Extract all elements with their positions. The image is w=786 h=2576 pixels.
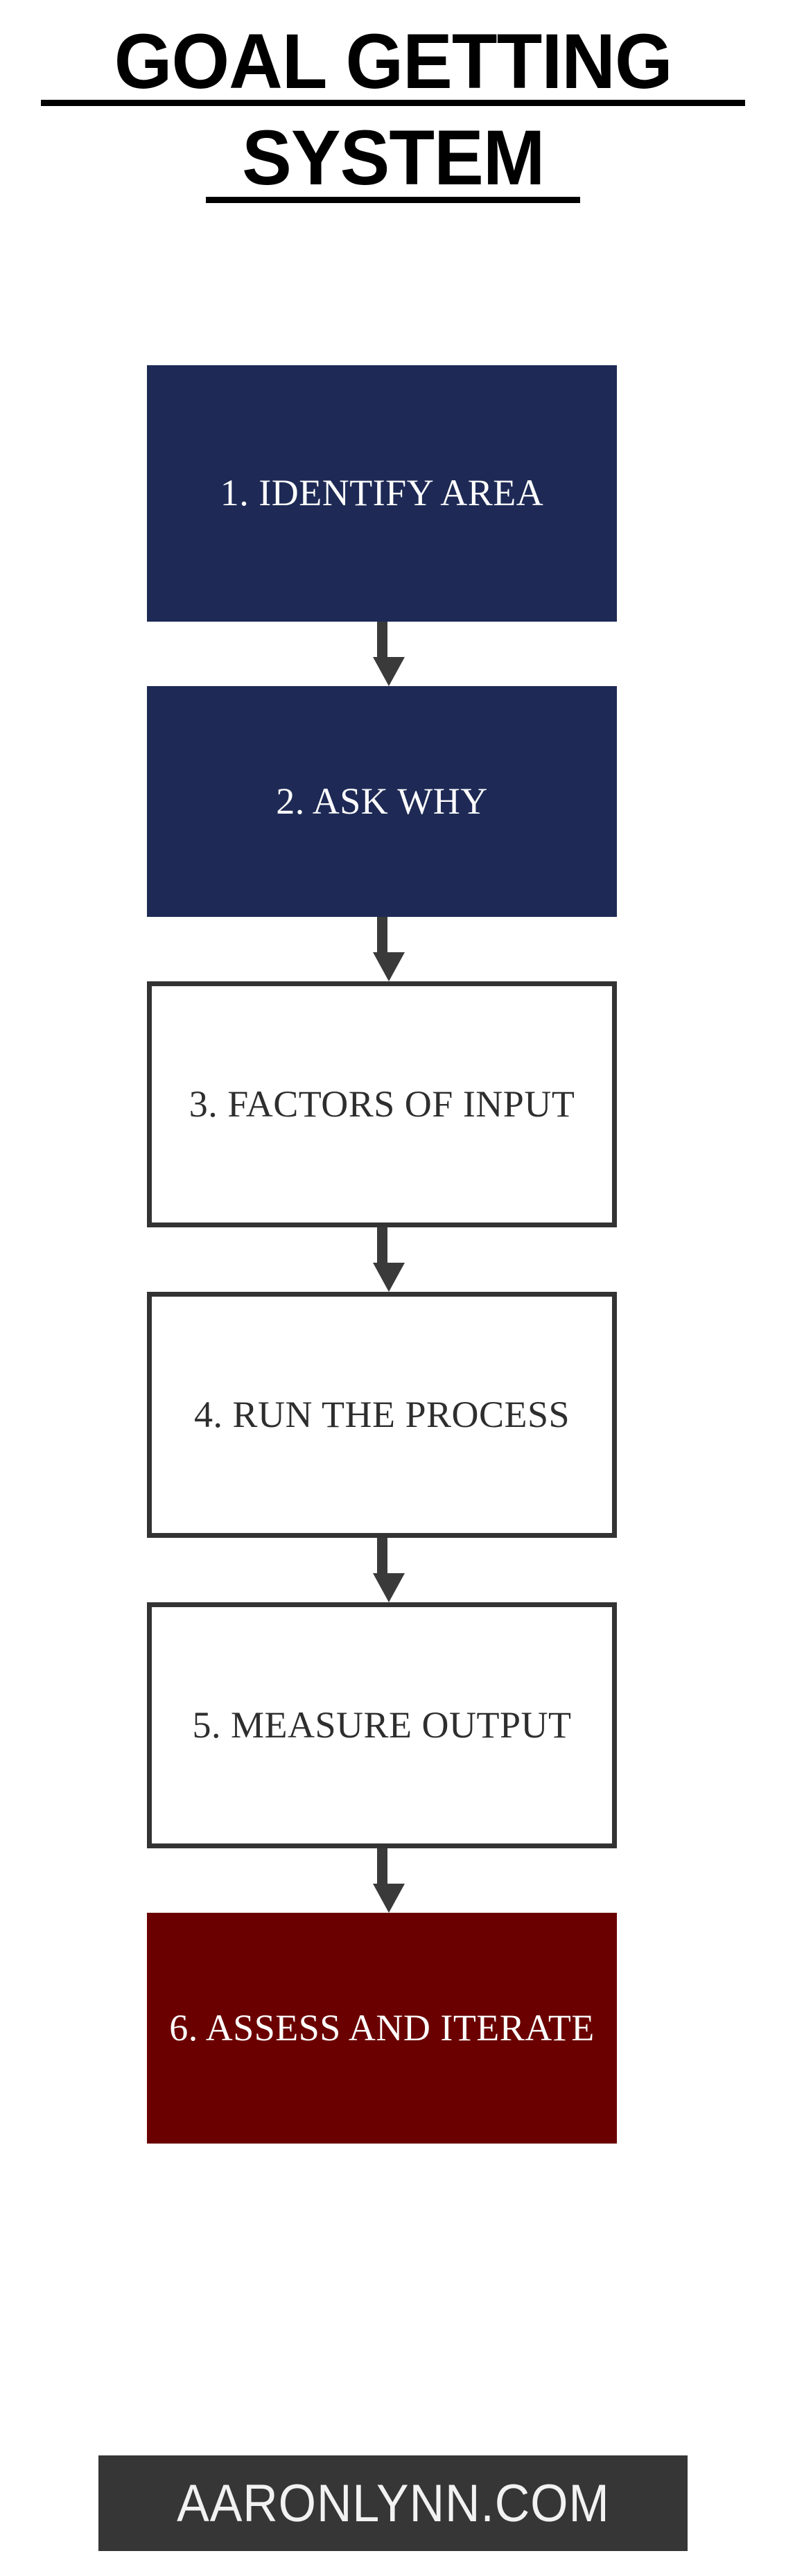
flow-step-1-label: 1. IDENTIFY AREA	[220, 472, 544, 514]
flow-step-3-label: 3. FACTORS OF INPUT	[189, 1083, 575, 1125]
title-underline-1	[41, 100, 745, 107]
down-arrow-icon	[373, 1848, 405, 1913]
flow-step-6[interactable]: 6. ASSESS AND ITERATE	[147, 1913, 617, 2144]
connector-1-to-2	[147, 622, 617, 686]
down-arrow-icon	[373, 917, 405, 981]
flow-step-2-label: 2. ASK WHY	[276, 780, 488, 822]
connector-4-to-5	[147, 1538, 617, 1602]
flow-step-2[interactable]: 2. ASK WHY	[147, 686, 617, 917]
connector-3-to-4	[147, 1227, 617, 1292]
flow-step-4[interactable]: 4. RUN THE PROCESS	[147, 1292, 617, 1538]
down-arrow-icon	[373, 1227, 405, 1292]
page-title: GOAL GETTING SYSTEM	[0, 18, 786, 203]
title-underline-2	[206, 196, 580, 203]
process-flow: 1. IDENTIFY AREA 2. ASK WHY 3. FACTORS O…	[147, 365, 617, 2144]
connector-5-to-6	[147, 1848, 617, 1913]
connector-2-to-3	[147, 917, 617, 981]
down-arrow-icon	[373, 1538, 405, 1602]
flow-step-3[interactable]: 3. FACTORS OF INPUT	[147, 981, 617, 1227]
title-line-2-text: SYSTEM	[241, 114, 545, 202]
flow-step-6-label: 6. ASSESS AND ITERATE	[169, 2006, 595, 2049]
title-line-2: SYSTEM	[0, 114, 786, 203]
title-line-1-text: GOAL GETTING	[114, 18, 673, 105]
flow-step-1[interactable]: 1. IDENTIFY AREA	[147, 365, 617, 622]
footer-website-label: AARONLYNN.COM	[176, 2473, 610, 2533]
flow-step-5[interactable]: 5. MEASURE OUTPUT	[147, 1602, 617, 1848]
footer-banner[interactable]: AARONLYNN.COM	[98, 2455, 688, 2551]
flow-step-5-label: 5. MEASURE OUTPUT	[192, 1703, 572, 1746]
title-line-1: GOAL GETTING	[0, 18, 786, 107]
flow-step-4-label: 4. RUN THE PROCESS	[193, 1393, 570, 1435]
down-arrow-icon	[373, 622, 405, 686]
